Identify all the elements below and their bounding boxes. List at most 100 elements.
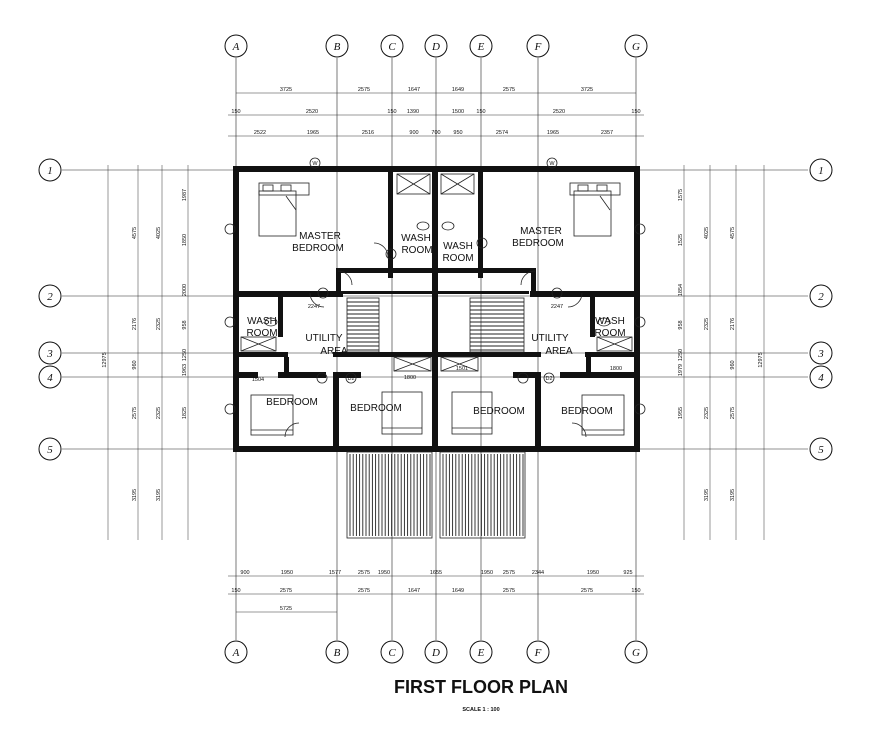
grid-label-5-left: 5	[47, 444, 53, 456]
dim-left-inner-0: 1987	[182, 189, 188, 201]
grid-label-e-bottom: E	[477, 647, 485, 659]
dim-bot2-6: 2575	[581, 588, 593, 594]
dim-left-mid-0: 4025	[156, 227, 162, 239]
shower-icon	[240, 336, 277, 352]
dim-right-mid-0: 4025	[704, 227, 710, 239]
toilet-icon	[416, 221, 430, 231]
dim-top2-7: 150	[631, 109, 640, 115]
dim-left-inner-2: 2000	[182, 284, 188, 296]
dim-top1-4: 2575	[503, 87, 515, 93]
row-bubbles-right: 1 2 3 4 5	[809, 158, 833, 461]
room-label-bedroom-2: BEDROOM	[350, 403, 402, 414]
dim-left-mid-2: 2325	[156, 407, 162, 419]
dim-right-inner-0: 1575	[678, 189, 684, 201]
room-label-utility-right-l2: AREA	[545, 346, 573, 357]
dim-top3-0: 2522	[254, 130, 266, 136]
room-label-utility-left-l1: UTILITY	[305, 333, 343, 344]
dim-right-inner-4: 1250	[678, 349, 684, 361]
dim-bot1-1: 1950	[281, 570, 293, 576]
room-label-wash-left-l2: ROOM	[246, 328, 277, 339]
dim-left-inner-3: 958	[182, 320, 188, 329]
column-bubbles-top: A B C D E F G	[224, 34, 648, 58]
dim-left-total: 12975	[102, 352, 108, 367]
bed-icon	[258, 190, 297, 237]
dim-bot2-2: 2575	[358, 588, 370, 594]
dim-bot1-3: 2575	[358, 570, 370, 576]
grid-bubble-a-top	[224, 34, 248, 58]
window-tag-icon	[309, 157, 321, 169]
grid-label-a-top: A	[232, 41, 240, 53]
dim-top3-4: 700	[431, 130, 440, 136]
dim-left-outer-1: 2176	[132, 318, 138, 330]
grid-label-a-bottom: A	[232, 647, 240, 659]
window-tag-icon	[224, 223, 236, 235]
bed-icon	[451, 391, 493, 435]
top-dimension-chains: 3725 2575 1647 1649 2575 3725 150 2520 1…	[228, 87, 644, 137]
door-dim-3: 1501	[456, 366, 468, 372]
door-tag-icon	[345, 372, 357, 384]
grid-label-4-left: 4	[47, 372, 53, 384]
dim-top2-0: 150	[231, 109, 240, 115]
dim-left-mid-3: 3195	[156, 489, 162, 501]
dim-left-inner-6: 1825	[182, 407, 188, 419]
room-label-bedroom-1: BEDROOM	[266, 397, 318, 408]
toilet-icon	[597, 317, 611, 327]
window-tag-icon	[546, 157, 558, 169]
grid-label-d-top: D	[431, 41, 440, 53]
dim-bot1-5: 1655	[430, 570, 442, 576]
grid-label-4-right: 4	[818, 372, 824, 384]
grid-label-c-bottom: C	[388, 647, 396, 659]
shower-icon	[440, 173, 475, 195]
grid-label-b-bottom: B	[334, 647, 341, 659]
page-title: FIRST FLOOR PLAN	[394, 677, 568, 697]
dim-right-outer-4: 3195	[730, 489, 736, 501]
dim-bot2-5: 2575	[503, 588, 515, 594]
dim-bot1-9: 1950	[587, 570, 599, 576]
grid-label-c-top: C	[388, 41, 396, 53]
room-label-utility-right-l1: UTILITY	[531, 333, 569, 344]
dim-left-outer-4: 3195	[132, 489, 138, 501]
dim-right-outer-1: 2176	[730, 318, 736, 330]
dim-left-inner-5: 1963	[182, 364, 188, 376]
grid-label-5-right: 5	[818, 444, 824, 456]
dim-top2-1: 2520	[306, 109, 318, 115]
room-label-bedroom-4: BEDROOM	[561, 406, 613, 417]
stair-left	[346, 297, 380, 353]
left-dimension-chains: 12975 4575 2176 960 2575 3195 4025 2325 …	[102, 165, 189, 540]
bed-icon	[250, 394, 294, 436]
dim-right-outer-3: 2575	[730, 407, 736, 419]
bottom-dimension-chains: 900 1950 1577 2575 1950 1655 1950 2575 2…	[228, 570, 644, 613]
dim-right-inner-5: 1979	[678, 364, 684, 376]
door-dim-0: 2247	[308, 304, 320, 310]
room-label-master-bedroom-right-l1: MASTER	[520, 226, 562, 237]
door-tag-text: W	[549, 161, 555, 167]
dim-top3-8: 2357	[601, 130, 613, 136]
room-label-master-bedroom-left-l2: BEDROOM	[292, 243, 344, 254]
dim-bot2-4: 1649	[452, 588, 464, 594]
dim-right-mid-2: 2325	[704, 407, 710, 419]
door-tag-text: D	[555, 291, 559, 297]
door-dim-5: 1800	[610, 366, 622, 372]
door-dim-4: 1800	[404, 375, 416, 381]
grid-label-3-right: 3	[817, 348, 824, 360]
bed-icon	[581, 394, 625, 436]
dim-top3-3: 900	[409, 130, 418, 136]
dim-right-inner-6: 1955	[678, 407, 684, 419]
dim-bot2-0: 150	[231, 588, 240, 594]
grid-label-g-bottom: G	[632, 647, 640, 659]
dim-right-inner-3: 958	[678, 320, 684, 329]
door-tag-icon	[385, 248, 397, 260]
door-tag-icon	[476, 237, 488, 249]
dim-left-outer-2: 960	[132, 360, 138, 369]
window-tag-icon	[224, 316, 236, 328]
room-label-master-bedroom-right-l2: BEDROOM	[512, 238, 564, 249]
grid-label-d-bottom: D	[431, 647, 440, 659]
room-label-wash-center-left-l2: ROOM	[401, 245, 432, 256]
dim-bot1-10: 925	[623, 570, 632, 576]
door-tag-text: D	[321, 291, 325, 297]
room-label-wash-center-right-l1: WASH	[443, 241, 473, 252]
window-tag-icon	[224, 403, 236, 415]
dim-left-inner-4: 1250	[182, 349, 188, 361]
dim-top3-1: 1965	[307, 130, 319, 136]
